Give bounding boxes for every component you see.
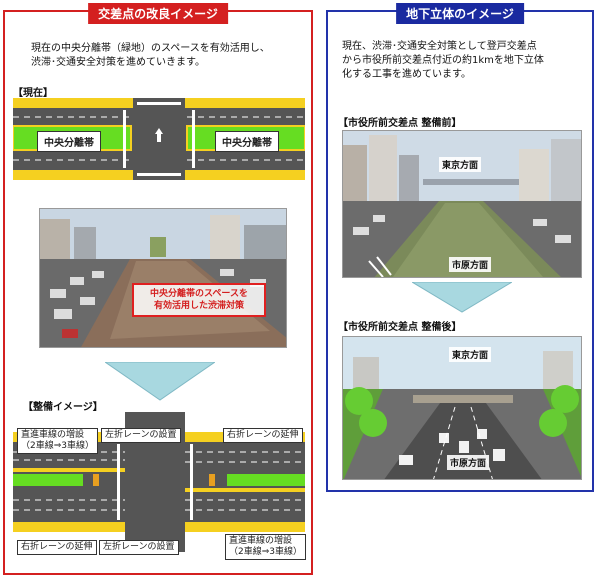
down-arrow-right bbox=[410, 281, 514, 318]
left-desc-line-2: 渋滞･交通安全対策を進めていきます。 bbox=[31, 57, 205, 68]
label-straight-top-1: 直進車線の増設 bbox=[21, 430, 85, 440]
after-label: 【市役所前交差点 整備後】 bbox=[338, 322, 462, 333]
label-left-turn-top: 左折レーンの設置 bbox=[101, 428, 181, 443]
label-straight-top: 直進車線の増設 （2車線⇒3車線） bbox=[17, 428, 98, 454]
left-description: 現在の中央分離帯（緑地）のスペースを有効活用し、 渋滞･交通安全対策を進めていき… bbox=[31, 42, 311, 70]
median-label-left: 中央分離帯 bbox=[37, 131, 101, 152]
before-label: 【市役所前交差点 整備前】 bbox=[338, 118, 462, 129]
before-photo: 東京方面 市原方面 bbox=[342, 130, 582, 278]
right-panel: 地下立体のイメージ 現在、渋滞･交通安全対策として登戸交差点 から市役所前交差点… bbox=[326, 3, 594, 492]
label-straight-bottom-2: （2車線⇒3車線） bbox=[229, 547, 302, 557]
right-desc-line-3: 化する工事を進めています。 bbox=[342, 69, 471, 80]
left-panel-title: 交差点の改良イメージ bbox=[88, 3, 228, 24]
right-description: 現在、渋滞･交通安全対策として登戸交差点 から市役所前交差点付近の約1kmを地下… bbox=[342, 40, 592, 82]
plan-label: 【整備イメージ】 bbox=[23, 402, 103, 413]
before-direction-top: 東京方面 bbox=[439, 157, 482, 172]
after-direction-bottom: 市原方面 bbox=[447, 455, 490, 470]
left-panel: 交差点の改良イメージ 現在の中央分離帯（緑地）のスペースを有効活用し、 渋滞･交… bbox=[3, 3, 313, 575]
callout-line-1: 中央分離帯のスペースを bbox=[150, 289, 248, 299]
after-direction-top: 東京方面 bbox=[449, 347, 492, 362]
median-label-right: 中央分離帯 bbox=[215, 131, 279, 152]
label-straight-bottom-1: 直進車線の増設 bbox=[229, 536, 293, 546]
label-right-extension-bottom: 右折レーンの延伸 bbox=[17, 540, 97, 555]
label-straight-top-2: （2車線⇒3車線） bbox=[21, 441, 94, 451]
label-left-turn-bottom: 左折レーンの設置 bbox=[99, 540, 179, 555]
current-label: 【現在】 bbox=[13, 88, 53, 99]
label-right-extension-top: 右折レーンの延伸 bbox=[223, 428, 303, 443]
label-straight-bottom: 直進車線の増設 （2車線⇒3車線） bbox=[225, 534, 306, 560]
left-desc-line-1: 現在の中央分離帯（緑地）のスペースを有効活用し、 bbox=[31, 43, 270, 54]
after-render: 東京方面 市原方面 bbox=[342, 336, 582, 480]
right-desc-line-1: 現在、渋滞･交通安全対策として登戸交差点 bbox=[342, 41, 537, 52]
median-callout: 中央分離帯のスペースを 有効活用した渋滞対策 bbox=[132, 283, 266, 317]
current-median-photo: 中央分離帯のスペースを 有効活用した渋滞対策 bbox=[39, 208, 287, 348]
before-direction-bottom: 市原方面 bbox=[449, 257, 492, 272]
right-desc-line-2: から市役所前交差点付近の約1kmを地下立体 bbox=[342, 55, 544, 66]
current-road-diagram: 中央分離帯 中央分離帯 bbox=[13, 98, 305, 180]
down-arrow-left bbox=[103, 361, 217, 406]
plan-road-diagram: 直進車線の増設 （2車線⇒3車線） 左折レーンの設置 右折レーンの延伸 右折レー… bbox=[13, 412, 306, 560]
callout-line-2: 有効活用した渋滞対策 bbox=[153, 301, 244, 311]
right-panel-title: 地下立体のイメージ bbox=[396, 3, 524, 24]
